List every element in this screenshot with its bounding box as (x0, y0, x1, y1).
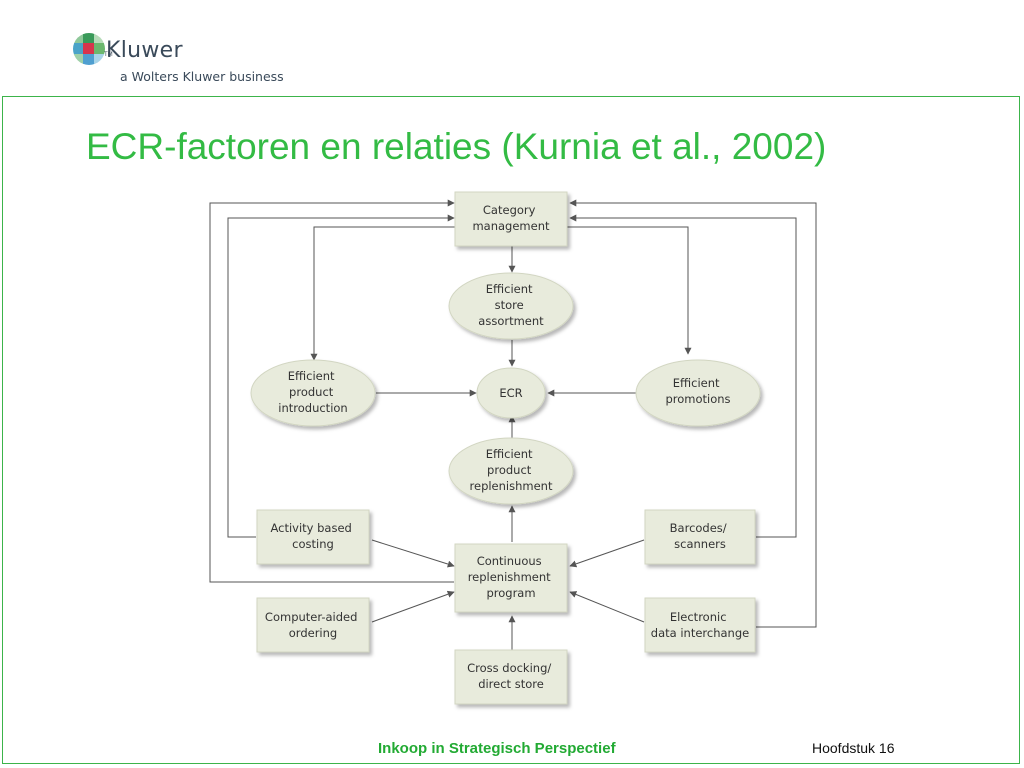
arrow-abc-to-cm (227, 214, 455, 538)
arrow-bs-to-crp (569, 539, 645, 568)
node-continuous-replenishment-program: Continuous replenishment program (454, 543, 568, 613)
arrow-cm-to-ep (566, 226, 692, 355)
node-label: Efficient product introduction (278, 369, 347, 415)
node-label: Electronic data interchange (651, 610, 749, 640)
node-label: Computer-aided ordering (265, 610, 361, 640)
logo-wordmark: Kluwer (106, 38, 183, 63)
node-cross-docking: Cross docking/ direct store (454, 649, 568, 705)
slide-frame (2, 96, 1020, 764)
arrow-edi-to-cm (569, 199, 817, 628)
node-efficient-product-introduction: Efficient product introduction (250, 359, 376, 427)
node-label: Efficient promotions (665, 376, 730, 406)
node-efficient-promotions: Efficient promotions (635, 359, 761, 427)
node-label: Efficient store assortment (478, 282, 544, 328)
node-electronic-data-interchange: Electronic data interchange (644, 597, 756, 653)
node-computer-aided-ordering: Computer-aided ordering (256, 597, 370, 653)
arrow-cm-to-epi (310, 226, 460, 361)
logo-tagline: a Wolters Kluwer business (120, 69, 284, 84)
logo-mark-icon (73, 33, 105, 65)
slide-title: ECR-factoren en relaties (Kurnia et al.,… (86, 126, 827, 167)
arrow-cao-to-crp (371, 590, 455, 623)
footer-chapter: Hoofdstuk 16 (812, 740, 895, 756)
node-label: ECR (499, 386, 522, 400)
node-label: Efficient product replenishment (470, 447, 553, 493)
logo-trademark: TM (104, 52, 113, 58)
node-ecr: ECR (476, 367, 546, 419)
node-label: Category management (472, 203, 550, 233)
node-barcodes-scanners: Barcodes/ scanners (644, 509, 756, 565)
node-label: Cross docking/ direct store (467, 661, 555, 691)
node-activity-based-costing: Activity based costing (256, 509, 370, 565)
arrow-edi-to-crp (569, 591, 645, 623)
diagram-connectors (209, 199, 817, 650)
kluwer-logo: TM Kluwer a Wolters Kluwer business (72, 32, 312, 88)
footer-book-title: Inkoop in Strategisch Perspectief (378, 740, 616, 757)
arrow-bs-to-cm (569, 214, 797, 538)
node-label: Barcodes/ scanners (670, 521, 731, 551)
node-category-management: Category management (454, 191, 568, 247)
arrow-crp-to-cm (209, 199, 455, 583)
node-efficient-store-assortment: Efficient store assortment (448, 272, 574, 340)
node-label: Activity based costing (270, 521, 355, 551)
node-label: Continuous replenishment program (468, 554, 555, 600)
arrow-abc-to-crp (371, 539, 455, 568)
node-efficient-product-replenishment: Efficient product replenishment (448, 437, 574, 505)
